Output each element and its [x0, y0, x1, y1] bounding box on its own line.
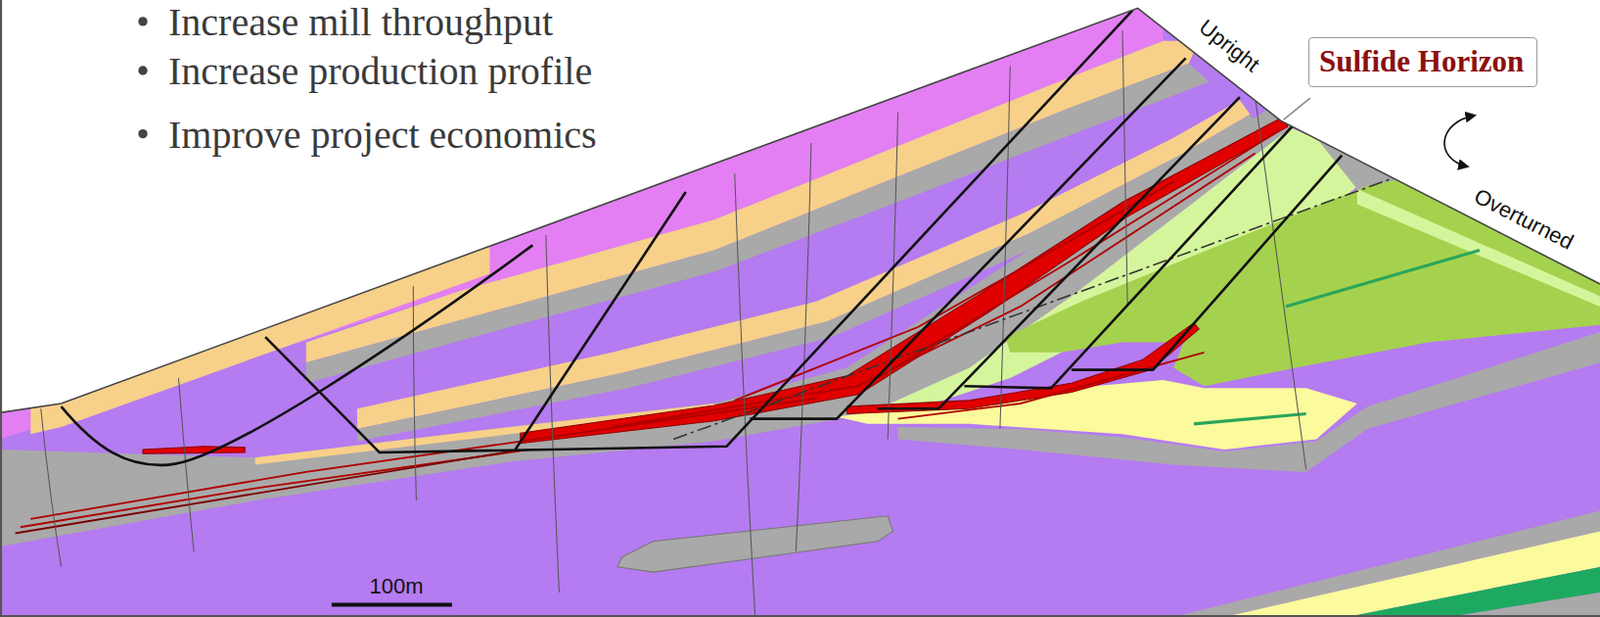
bullet [137, 16, 147, 26]
drill-hole [546, 234, 560, 593]
mine-outlines [61, 9, 1343, 464]
callout-box: Sulfide Horizon [1308, 37, 1538, 88]
green-streak [1193, 412, 1307, 423]
scale-bar [331, 601, 453, 606]
grey-envelope [0, 107, 1301, 548]
grey-unit [1449, 592, 1600, 617]
stope-outline [749, 57, 1186, 418]
rotation-arrow [1444, 115, 1475, 167]
sulfide-lens [142, 446, 245, 454]
box-title: Sulfide Horizon [1319, 43, 1527, 80]
fold-axis [673, 142, 1490, 439]
bullet-text: Increase production profile [168, 47, 593, 94]
drill-hole [734, 173, 756, 617]
drill-hole [41, 408, 62, 567]
stope-outline [1071, 155, 1342, 370]
stope-outline [877, 96, 1240, 409]
drill-hole [178, 377, 194, 551]
drill-hole [1255, 96, 1307, 470]
stope-outline [963, 124, 1294, 388]
drill-holes [41, 30, 1307, 617]
green-streak [1285, 250, 1480, 307]
yellow-unit [836, 379, 1358, 450]
green-unit [1346, 566, 1600, 617]
topography [0, 7, 1600, 412]
grey-lens [617, 515, 894, 572]
sulfide-streak [612, 152, 1256, 427]
bullet-text: Improve project economics [168, 111, 597, 158]
bullet [137, 65, 147, 75]
yellow-unit [1224, 530, 1600, 617]
sulfide-streaks [15, 133, 1277, 534]
callout-leader [1283, 97, 1311, 120]
drill-hole [412, 285, 416, 501]
drill-hole [887, 112, 898, 440]
green-unit [1005, 147, 1600, 386]
scale-label: 100m [368, 573, 423, 599]
sulfide-streak [15, 451, 511, 533]
sulfide-streak [30, 398, 817, 519]
bullet-text: Increase mill throughput [168, 0, 553, 46]
pit-outline [61, 244, 534, 465]
bullet [137, 129, 147, 138]
stope-outline [515, 191, 686, 450]
grey-unit [1173, 510, 1600, 617]
drill-hole [795, 142, 812, 551]
drill-hole [1122, 30, 1128, 307]
purple-unit [0, 7, 1600, 617]
